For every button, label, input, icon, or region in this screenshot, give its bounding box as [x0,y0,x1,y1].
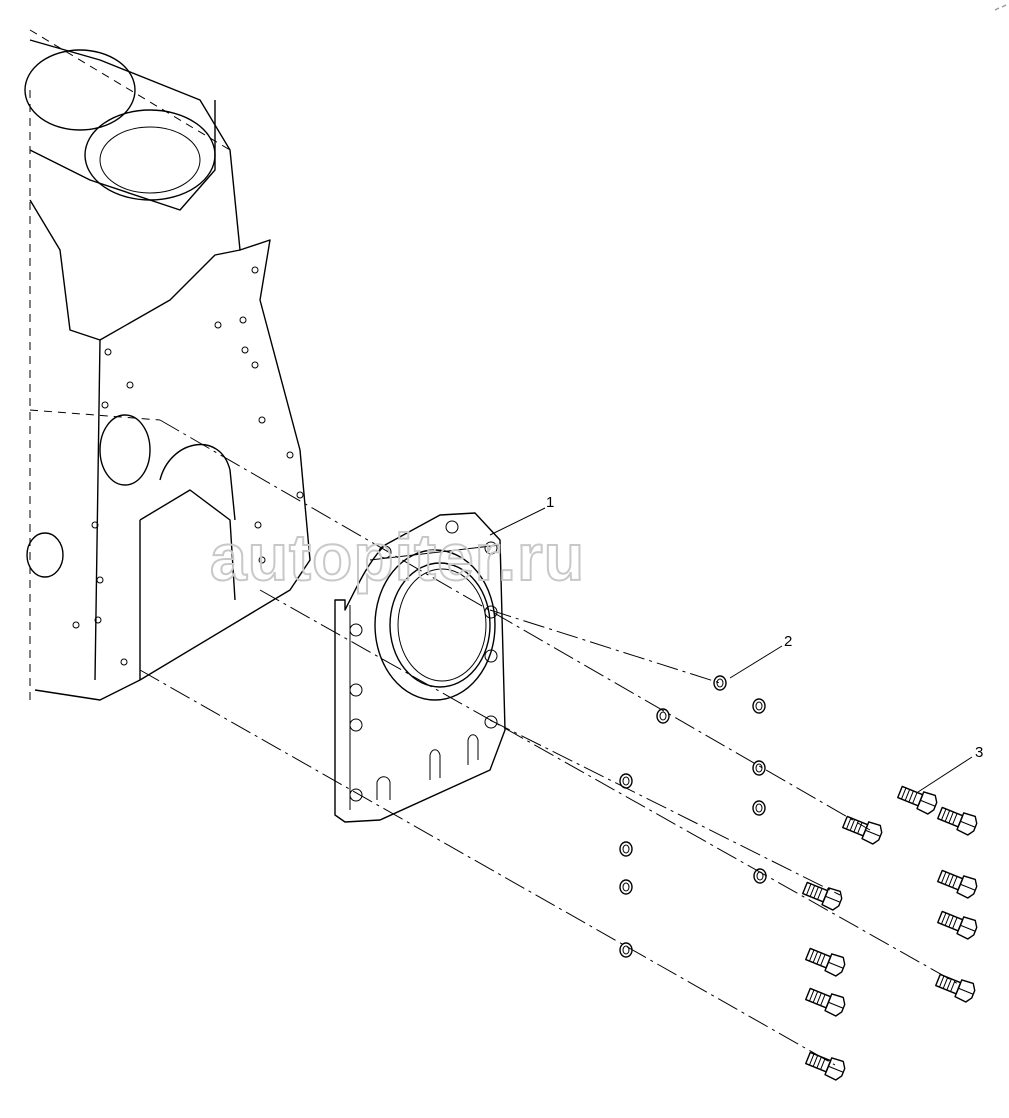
assembly-lines [139,419,961,1066]
callout-3: 3 [917,744,983,793]
callout-2: 2 [729,633,792,679]
washer [619,773,633,789]
bolt [803,984,848,1019]
callout-1: 1 [489,494,554,536]
svg-text:1: 1 [546,494,554,511]
svg-text:2: 2 [784,633,792,650]
washer [753,868,767,884]
engine-block [24,29,311,701]
bolt [933,970,978,1005]
washer [752,800,766,816]
corner-mark [994,4,1007,11]
bolt [800,878,845,913]
bolt [895,782,940,817]
bolt [803,944,848,979]
bolt [803,1048,848,1083]
svg-text:3: 3 [975,744,983,761]
washer [619,942,633,958]
washer [656,708,670,724]
washer [713,675,727,691]
bolt [935,907,980,942]
bolt [935,866,980,901]
washer [619,841,633,857]
washer [619,879,633,895]
washer [752,760,766,776]
bolt [935,803,980,838]
bolt [840,812,885,847]
cover-plate-part-1 [334,512,506,823]
watermark: autopiter.ru [210,520,585,594]
washer [752,698,766,714]
